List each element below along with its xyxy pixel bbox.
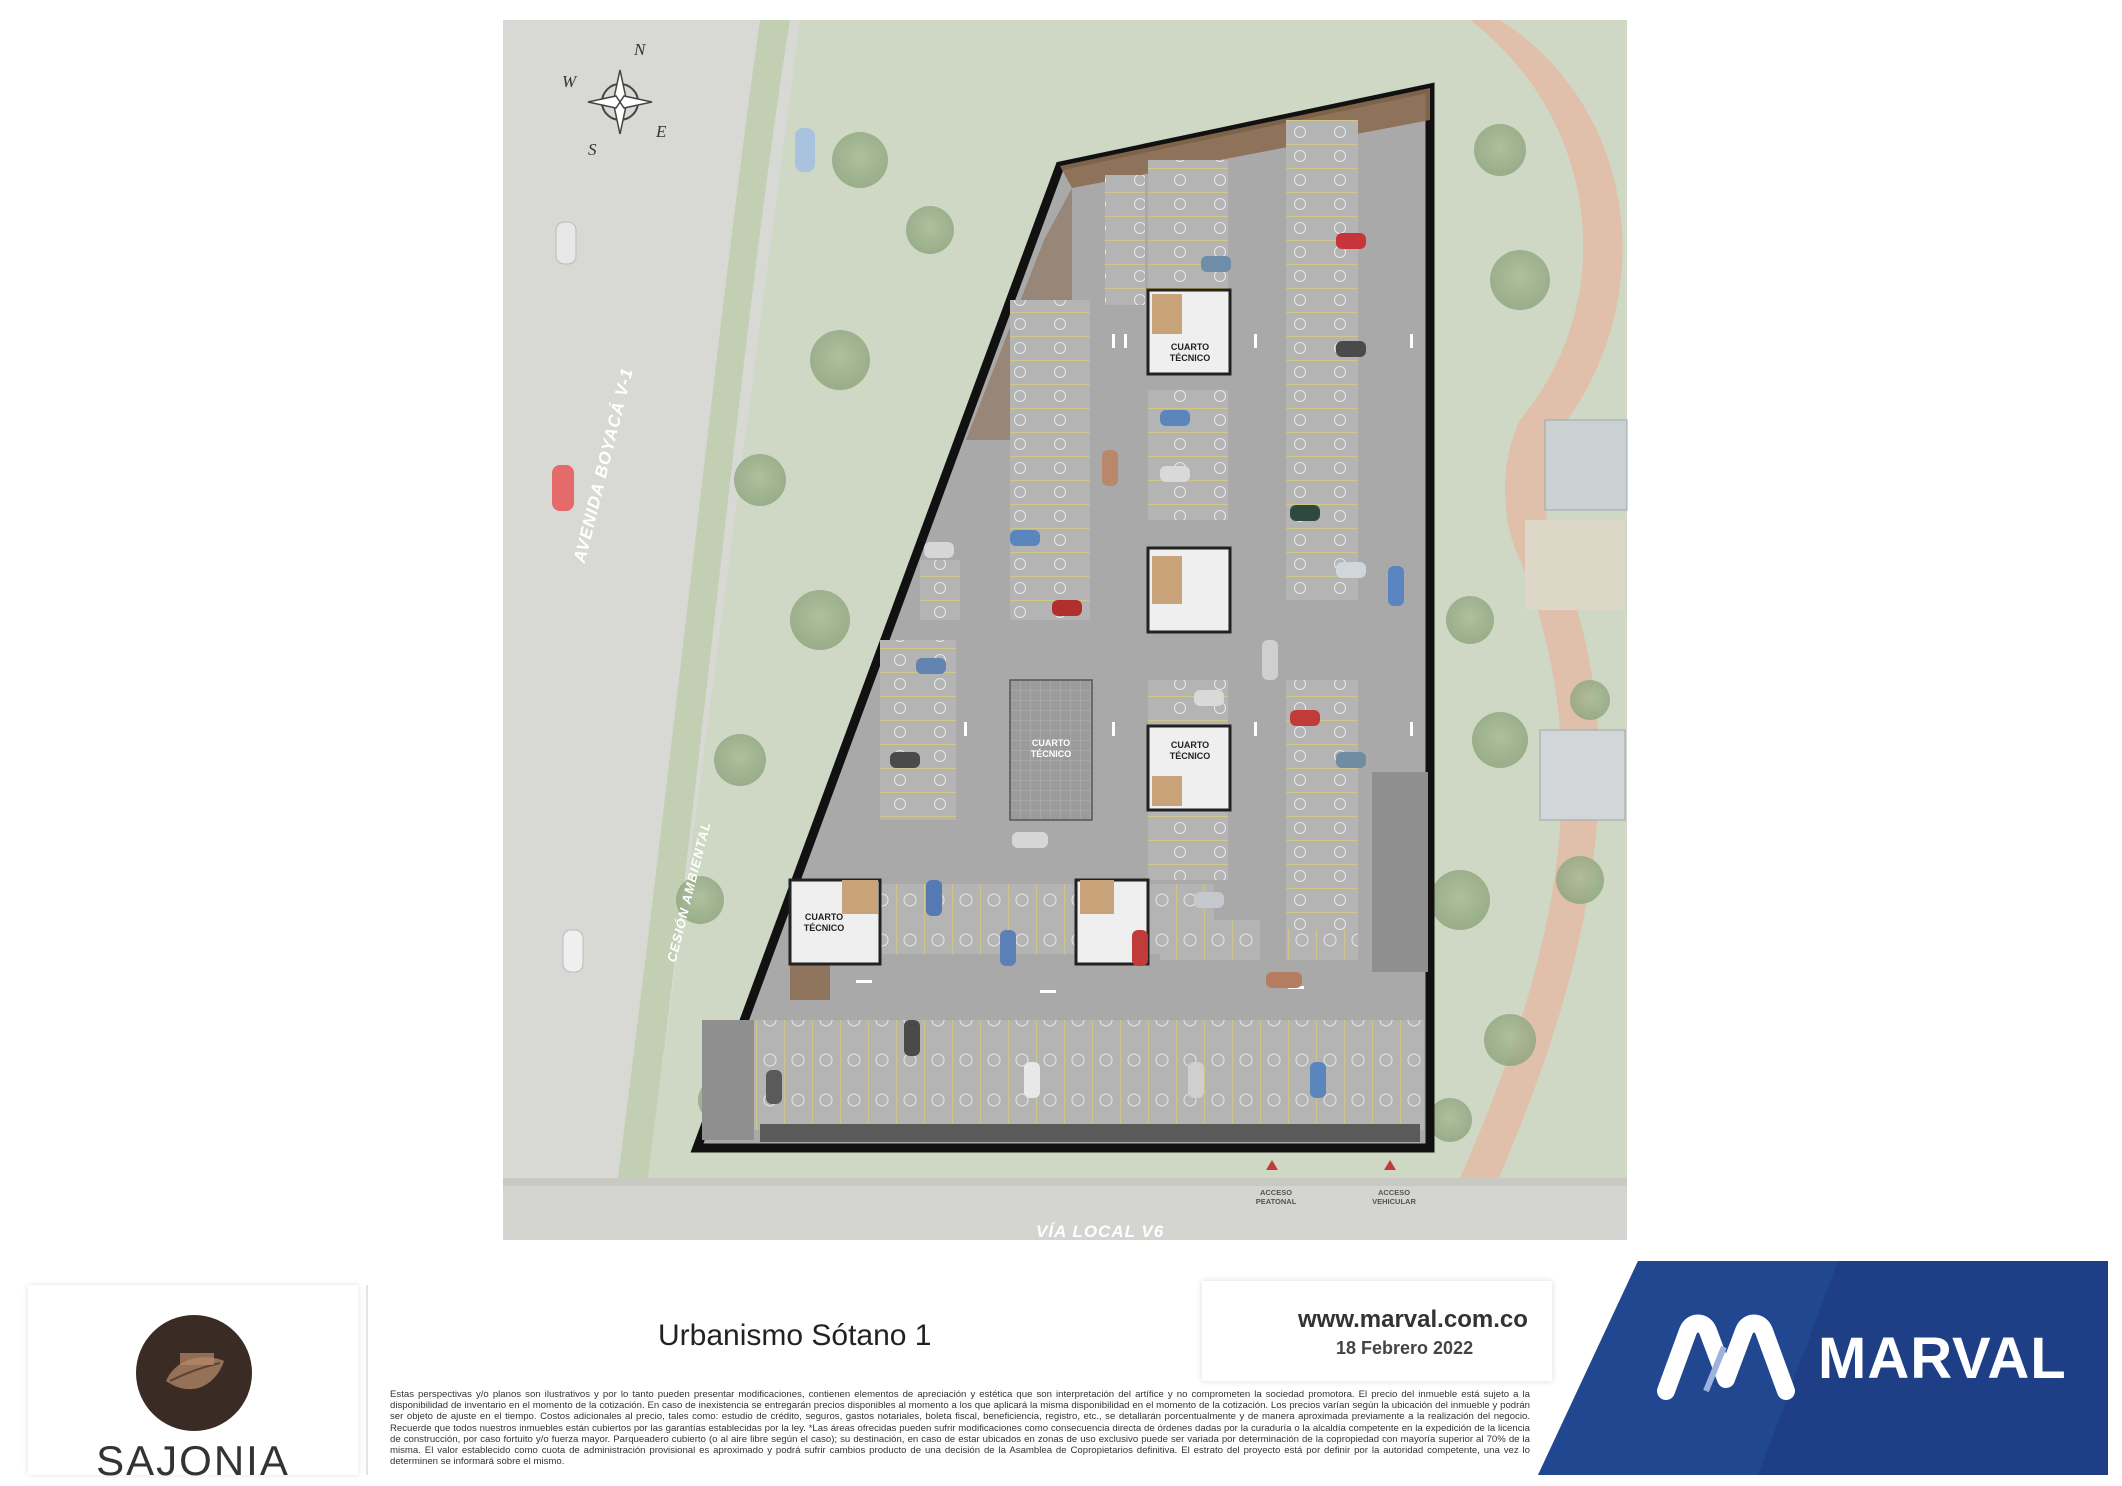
- compass-rose-icon: N W E S: [560, 40, 670, 160]
- pedestrian-path: [1450, 20, 1623, 1220]
- tech-room-label-2: CUARTO TÉCNICO: [1030, 738, 1072, 759]
- marval-banner: [1538, 1261, 2108, 1475]
- stair-cores: [788, 288, 1232, 966]
- website-link[interactable]: www.marval.com.co: [1298, 1306, 1528, 1333]
- park-block: [1544, 419, 1628, 511]
- compass-w: W: [562, 72, 577, 91]
- vehicular-access-label: ACCESO VEHICULAR: [1372, 1188, 1416, 1206]
- sheet-title: Urbanismo Sótano 1: [658, 1319, 932, 1352]
- trees: [676, 124, 1610, 1142]
- access-markers: [1266, 1160, 1396, 1170]
- park-plaza: [1525, 520, 1625, 610]
- parked-cars: [766, 233, 1404, 1104]
- info-panel: [1202, 1281, 1552, 1381]
- storage-lockers: [760, 1124, 1420, 1142]
- tech-room-label-4: CUARTO TÉCNICO: [803, 912, 845, 933]
- park-block-2: [1539, 729, 1626, 821]
- vehicle-ramp: [1372, 772, 1428, 972]
- tech-room-label-1: CUARTO TÉCNICO: [1169, 342, 1211, 363]
- sajonia-logo: SAJONIA: [28, 1285, 358, 1484]
- via-local-label: VÍA LOCAL V6: [1036, 1222, 1165, 1241]
- publish-date: 18 Febrero 2022: [1336, 1338, 1474, 1358]
- compass-s: S: [588, 140, 597, 159]
- tech-room-label-3: CUARTO TÉCNICO: [1169, 740, 1211, 761]
- central-technical-room: [1009, 679, 1093, 821]
- pedestrian-access-label: ACCESO PEATONAL: [1255, 1188, 1297, 1206]
- via-local-road: [503, 1178, 1627, 1240]
- sajonia-leaf-icon: [136, 1315, 252, 1431]
- marval-m-icon: [1657, 1314, 1795, 1400]
- footer: SAJONIA Urbanismo Sótano 1 www.marval.co…: [0, 1255, 2122, 1486]
- pedestrian-ramp: [702, 1020, 754, 1140]
- street-cars: [552, 128, 815, 973]
- compass-n: N: [634, 40, 646, 59]
- company-name: MARVAL: [1818, 1326, 2067, 1391]
- legal-disclaimer: Estas perspectivas y/o planos son ilustr…: [390, 1389, 1530, 1468]
- compass-e: E: [656, 122, 667, 141]
- site-plan: [503, 20, 1628, 1240]
- median-strip: [610, 20, 790, 1240]
- brand-name: SAJONIA: [96, 1437, 290, 1484]
